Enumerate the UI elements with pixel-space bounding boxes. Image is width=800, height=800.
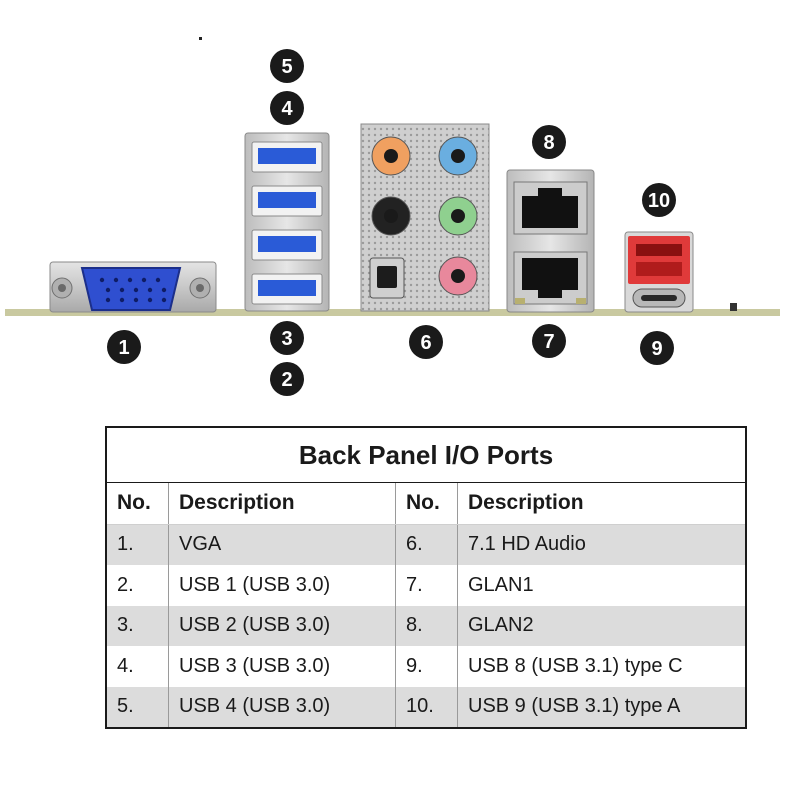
table-row: 1. VGA 6. 7.1 HD Audio [107, 524, 745, 565]
table-row: 3. USB 2 (USB 3.0) 8. GLAN2 [107, 605, 745, 646]
row-desc-right: GLAN2 [468, 614, 534, 637]
row-desc-right: GLAN1 [468, 573, 534, 596]
row-no-left: 4. [107, 646, 169, 687]
row-desc-right: USB 9 (USB 3.1) type A [468, 695, 681, 718]
callout-label: 1 [118, 337, 129, 359]
back-panel-illustration: 1 2 3 4 5 6 7 8 9 10 [5, 37, 780, 396]
io-ports-table: Back Panel I/O Ports No. Description No.… [105, 426, 747, 729]
table-header-row: No. Description No. Description [107, 483, 745, 525]
audio-jack [438, 256, 478, 296]
callout-label: 3 [281, 328, 292, 350]
table-row: 4. USB 3 (USB 3.0) 9. USB 8 (USB 3.1) ty… [107, 646, 745, 687]
row-no-left: 3. [107, 605, 169, 646]
callout-8: 8 [532, 125, 566, 159]
callout-label: 2 [281, 369, 292, 391]
row-desc-left: VGA [169, 524, 396, 565]
callout-label: 6 [420, 332, 431, 354]
row-desc-left: USB 4 (USB 3.0) [169, 686, 396, 727]
table-row: 2. USB 1 (USB 3.0) 7. GLAN1 [107, 565, 745, 606]
callout-label: 8 [543, 132, 554, 154]
row-no-left: 5. [107, 686, 169, 727]
board-edge [5, 309, 780, 316]
table-title: Back Panel I/O Ports [107, 428, 745, 483]
row-desc-left: USB 2 (USB 3.0) [169, 605, 396, 646]
row-desc-right: 7.1 HD Audio [468, 533, 586, 556]
board-component [730, 303, 737, 311]
header-no-2: No. [396, 483, 458, 524]
row-no-right: 8. [396, 605, 458, 646]
header-no-1: No. [107, 483, 169, 524]
callout-7: 7 [532, 324, 566, 358]
table-row: 5. USB 4 (USB 3.0) 10. USB 9 (USB 3.1) t… [107, 686, 745, 727]
callout-5: 5 [270, 49, 304, 83]
callout-label: 5 [281, 56, 292, 78]
callout-label: 9 [651, 338, 662, 360]
callout-3: 3 [270, 321, 304, 355]
callout-9: 9 [640, 331, 674, 365]
header-description-1: Description [169, 483, 396, 524]
callout-label: 10 [648, 190, 670, 212]
callout-1: 1 [107, 330, 141, 364]
usb3-stack [244, 132, 330, 312]
audio-jack [371, 136, 411, 176]
row-no-left: 1. [107, 524, 169, 565]
row-desc-left: USB 1 (USB 3.0) [169, 565, 396, 606]
vga-port [49, 261, 217, 313]
callout-2: 2 [270, 362, 304, 396]
callout-label: 7 [543, 331, 554, 353]
callout-6: 6 [409, 325, 443, 359]
callout-label: 4 [281, 98, 293, 120]
audio-jack [438, 136, 478, 176]
audio-jack [438, 196, 478, 236]
row-desc-left: USB 3 (USB 3.0) [169, 646, 396, 687]
audio-jack-block [360, 123, 490, 312]
row-no-right: 10. [396, 686, 458, 727]
callout-4: 4 [270, 91, 304, 125]
usb31-ports [624, 231, 694, 313]
row-no-right: 6. [396, 524, 458, 565]
row-no-right: 7. [396, 565, 458, 606]
row-no-left: 2. [107, 565, 169, 606]
callout-10: 10 [642, 183, 676, 217]
audio-jack [371, 196, 411, 236]
row-desc-right: USB 8 (USB 3.1) type C [468, 654, 683, 677]
board-dot [199, 37, 202, 40]
dual-lan-ports [506, 169, 595, 313]
row-no-right: 9. [396, 646, 458, 687]
header-description-2: Description [468, 491, 584, 515]
